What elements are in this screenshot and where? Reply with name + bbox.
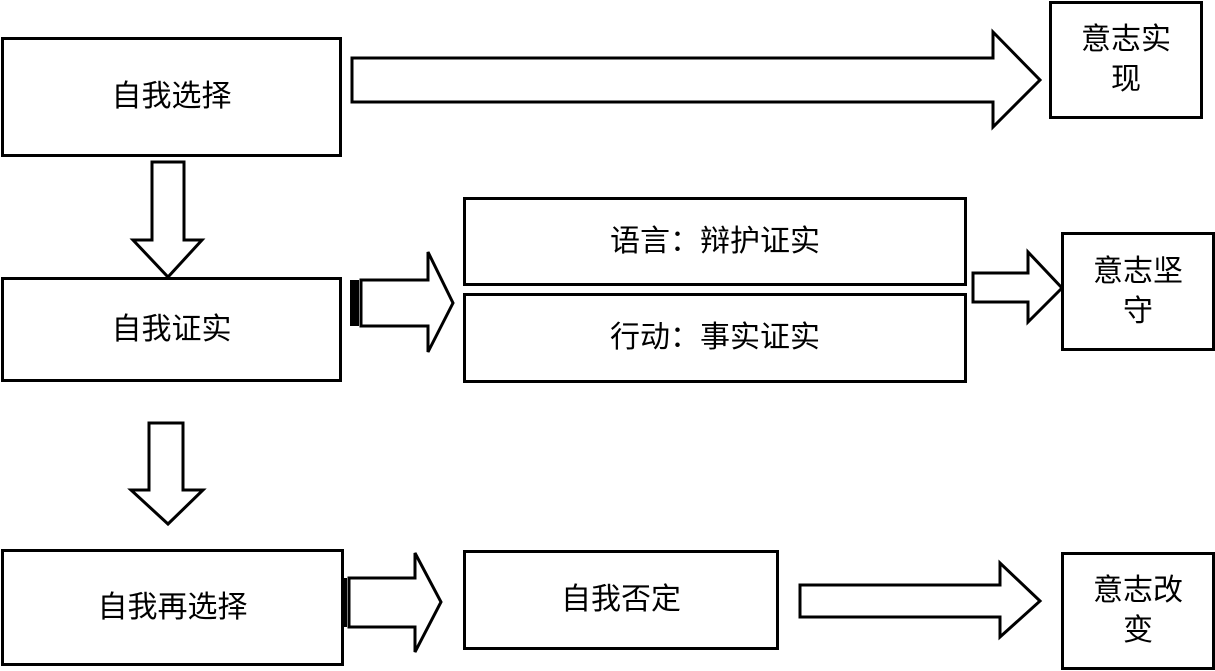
node-will-persistence-label: 意志坚守: [1093, 253, 1183, 329]
node-will-realization-label: 意志实现: [1081, 22, 1171, 97]
arrow-branches-to-persistence: [971, 248, 1065, 326]
node-self-rechoice-label: 自我再选择: [97, 589, 248, 625]
node-action-verification-label: 行动：事实证实: [610, 320, 820, 355]
node-self-negation: 自我否定: [463, 550, 779, 650]
node-language-defense: 语言：辩护证实: [463, 197, 967, 286]
node-action-verification: 行动：事实证实: [463, 293, 967, 383]
node-self-choice-label: 自我选择: [111, 79, 232, 114]
arrow-rechoice-to-negation: [347, 552, 443, 653]
node-language-defense-label: 语言：辩护证实: [610, 223, 820, 259]
arrow-verification-to-branches: [359, 251, 455, 353]
arrow-bar-verification: [350, 280, 359, 326]
arrow-choice-to-realization: [350, 28, 1043, 131]
node-self-negation-label: 自我否定: [561, 582, 681, 617]
node-will-change: 意志改变: [1061, 552, 1215, 670]
node-will-persistence: 意志坚守: [1061, 232, 1215, 351]
node-will-change-label: 意志改变: [1093, 573, 1183, 648]
arrow-negation-to-change: [798, 559, 1043, 641]
node-self-verification-label: 自我证实: [111, 311, 232, 347]
node-will-realization: 意志实现: [1049, 1, 1203, 119]
node-self-rechoice: 自我再选择: [1, 549, 344, 666]
node-self-choice: 自我选择: [1, 37, 342, 157]
arrow-verification-to-rechoice: [127, 421, 207, 527]
arrow-choice-to-verification: [129, 160, 206, 280]
node-self-verification: 自我证实: [1, 277, 342, 382]
